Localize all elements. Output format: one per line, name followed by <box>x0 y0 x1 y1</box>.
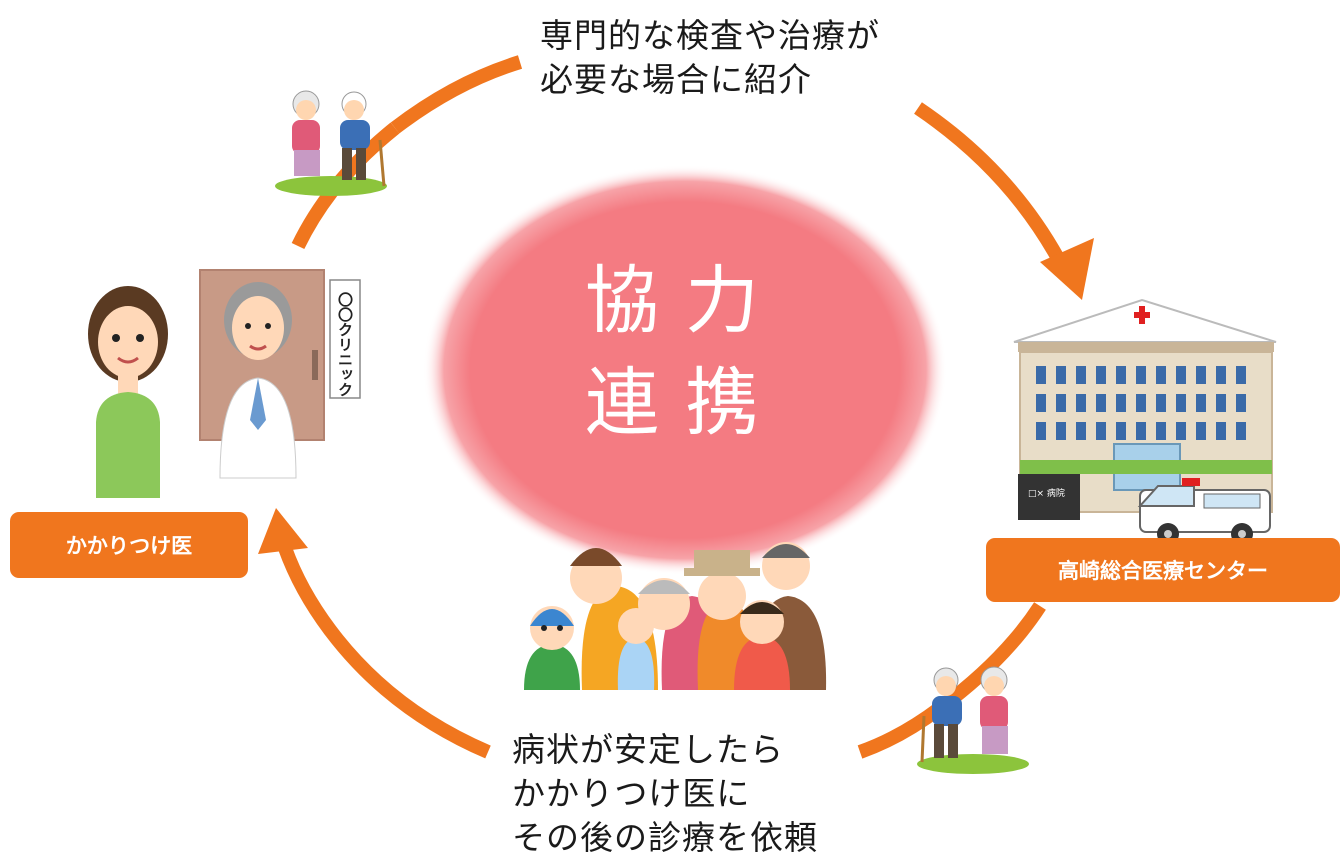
center-label: 協力 連携 <box>540 250 830 454</box>
arrow-bottom-left <box>258 508 491 759</box>
badge-family-doctor: かかりつけ医 <box>10 512 248 578</box>
center-label-line1: 協力 <box>585 258 785 344</box>
badge-hospital-label: 高崎総合医療センター <box>1058 559 1268 583</box>
woman-icon <box>88 286 168 498</box>
elderly-couple-icon <box>275 90 387 196</box>
elderly-couple-icon <box>917 666 1029 774</box>
badge-hospital: 高崎総合医療センター <box>986 538 1340 602</box>
hospital-icon: □× 病院 <box>1013 298 1277 520</box>
badge-family-doctor-label: かかりつけ医 <box>65 534 193 558</box>
doctor-icon <box>199 269 325 479</box>
caption-return: 病状が安定したら かかりつけ医に その後の診療を依頼 <box>512 730 818 857</box>
clinic-sign: 〇〇クリニック <box>329 279 361 399</box>
clinic-sign-text: 〇〇クリニック <box>336 291 354 397</box>
arrow-top-right <box>914 102 1094 300</box>
caption-referral: 専門的な検査や治療が 必要な場合に紹介 <box>540 16 880 99</box>
center-circle <box>423 165 947 575</box>
center-label-line2: 連携 <box>585 360 785 446</box>
arrow-top-left <box>291 55 523 250</box>
hospital-sign-text: □× 病院 <box>1028 487 1065 499</box>
family-group-icon <box>524 542 827 690</box>
